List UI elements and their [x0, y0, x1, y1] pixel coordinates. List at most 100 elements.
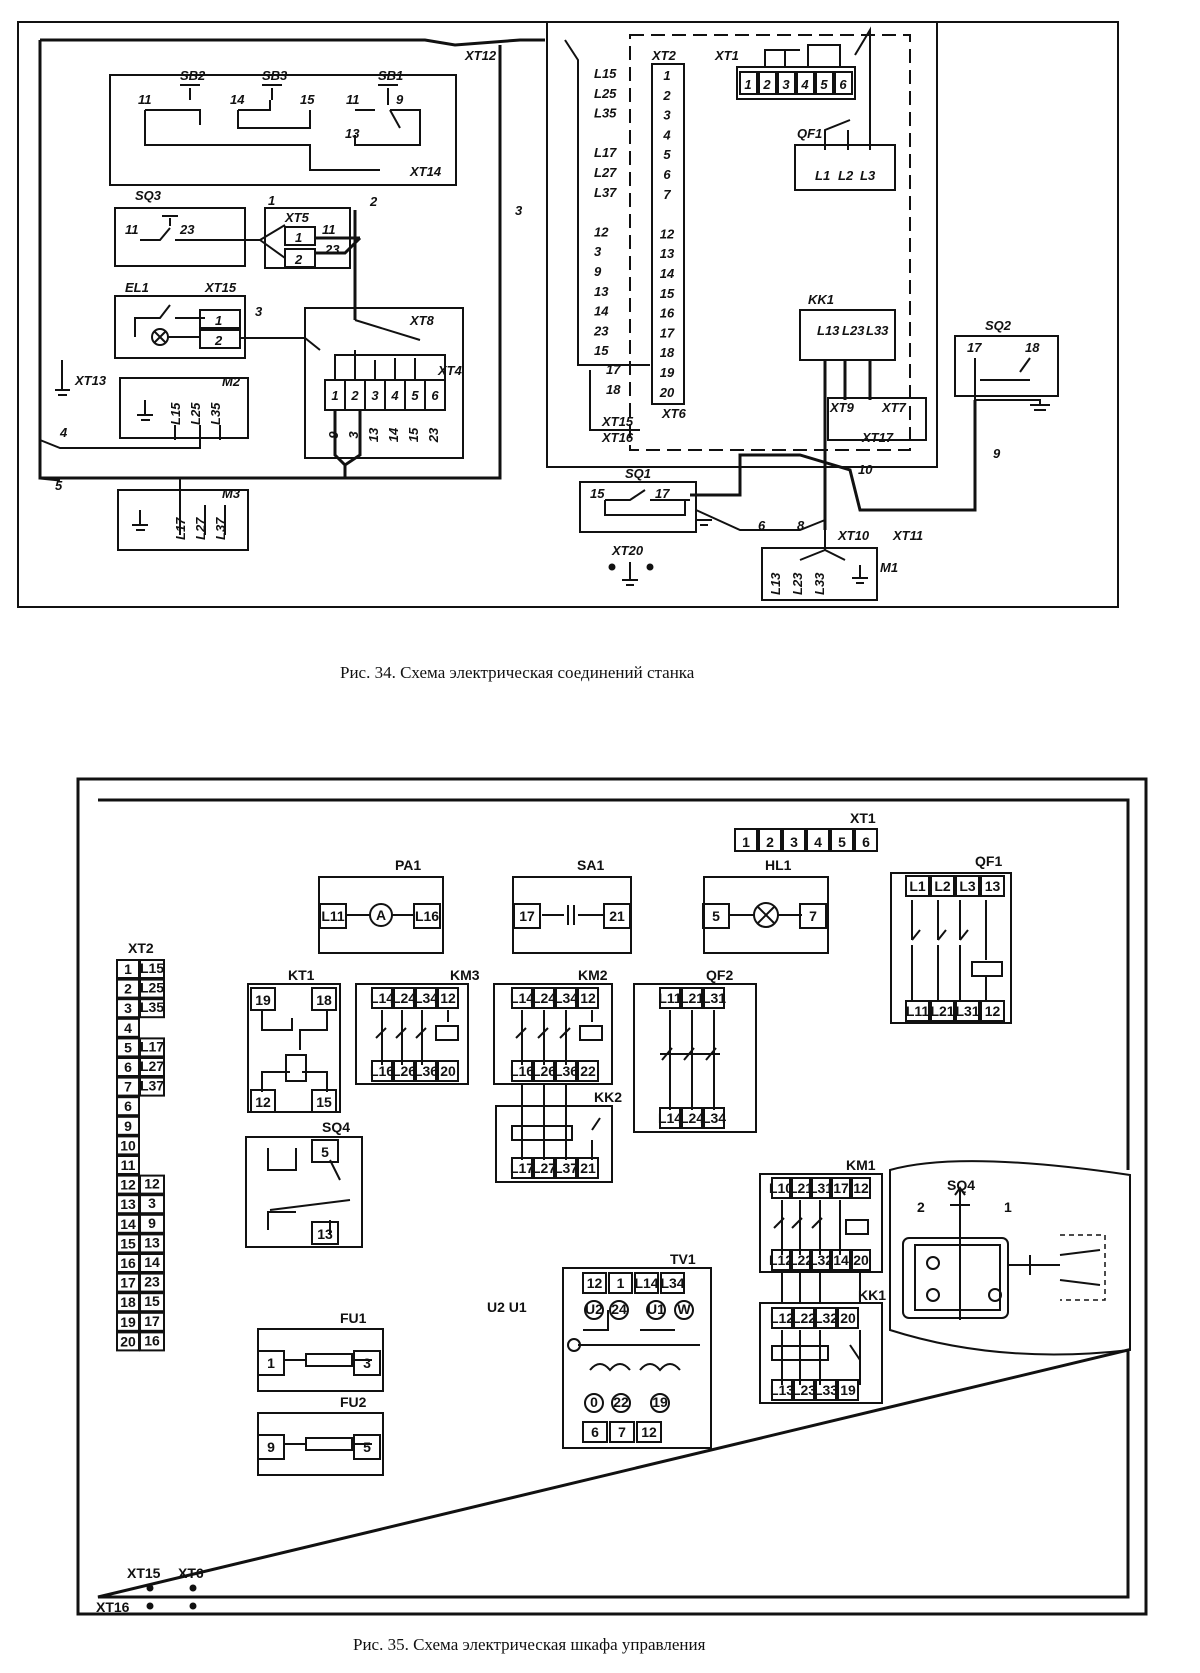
fig35-xt2-title: XT2 — [128, 940, 154, 956]
fig34-xt20-ground — [622, 562, 638, 586]
xt1-title: XT1 — [850, 810, 876, 826]
km3-top-cell-3 — [437, 987, 459, 1009]
label-xt14: XT14 — [409, 164, 442, 179]
km2-bottom-3: 22 — [580, 1063, 596, 1079]
kk1-title: KK1 — [858, 1287, 886, 1303]
km3-bottom-cell-1 — [393, 1060, 415, 1082]
fig35-xt2-wire-11: 12 — [144, 1176, 160, 1192]
fig35-xt2-num-0: 1 — [124, 961, 132, 977]
xt2-terminal-19: 19 — [660, 365, 675, 380]
fu2-right-cell — [353, 1434, 381, 1460]
xt4-top-1: 1 — [331, 388, 338, 403]
m2-terminal-L15: L15 — [168, 402, 183, 425]
label-sb2: SB2 — [180, 68, 206, 83]
label-l23: L23 — [842, 323, 865, 338]
fig35-xt2-num-11: 12 — [120, 1177, 136, 1193]
tv1-top-3: L34 — [660, 1275, 684, 1291]
qf2-title: QF2 — [706, 967, 733, 983]
kk1-top-3: 20 — [840, 1310, 856, 1326]
label-w2: 2 — [369, 194, 378, 209]
km2-bottom-cell-1 — [533, 1060, 555, 1082]
fig35-xt2-num-15: 16 — [120, 1255, 136, 1271]
fig35-xt2-cell-9 — [116, 1135, 140, 1156]
xt1-terminal-6: 6 — [839, 77, 847, 92]
fig34-left-trunk — [38, 38, 545, 482]
kk2-bottom-2: L37 — [554, 1160, 578, 1176]
km1-bottom-cell-0 — [771, 1249, 791, 1271]
kt1-br-cell — [311, 1089, 337, 1113]
fig35-xt2-wire-6: L37 — [140, 1078, 164, 1094]
fig34-m3-wiring — [132, 478, 226, 535]
km3-bottom-1: L26 — [392, 1063, 416, 1079]
kt1-tl-cell — [250, 987, 276, 1011]
fig35-xt2-wire-cell-6 — [139, 1076, 165, 1097]
u-labels: U2 U1 — [487, 1299, 527, 1315]
xt2-terminal-5: 5 — [663, 147, 671, 162]
qf1-bottom-1: L21 — [930, 1003, 954, 1019]
label-xt6: XT6 — [661, 406, 687, 421]
fig35-kk2-box — [495, 1105, 613, 1183]
kt1-bl: 12 — [255, 1094, 271, 1110]
fig34-sq1-box — [579, 481, 697, 533]
km2-top-cell-2 — [555, 987, 577, 1009]
fig35-xt2-num-18: 19 — [120, 1314, 136, 1330]
km1-bottom-cell-1 — [791, 1249, 811, 1271]
fig35-xt2-wire-15: 14 — [144, 1254, 160, 1270]
hl1-left-cell — [702, 903, 730, 929]
fu1-left-cell — [257, 1350, 285, 1376]
km1-bottom-cell-4 — [851, 1249, 871, 1271]
xt2-terminal-17: 17 — [660, 325, 675, 340]
kk2-bottom-cell-0 — [511, 1157, 533, 1179]
hl1-left: 5 — [712, 908, 720, 924]
label-sq3: SQ3 — [135, 188, 162, 203]
label-xt12: XT12 — [464, 48, 497, 63]
fig34-xt13-ground — [55, 360, 70, 396]
fig34-el1-wire — [240, 337, 321, 351]
tv1-bottom-2: 12 — [641, 1424, 657, 1440]
qf2-top-cell-0 — [659, 987, 681, 1009]
fig34-sq2-wiring — [974, 357, 1050, 411]
label-w6: 6 — [758, 518, 766, 533]
xt2-wire-2: L35 — [594, 106, 617, 121]
sq4-detail-title: SQ4 — [947, 1177, 975, 1193]
qf2-bottom-cell-0 — [659, 1107, 681, 1129]
fig35-xt1-cell-4 — [806, 828, 830, 852]
fig35-tv1-box — [562, 1267, 712, 1449]
qf2-top-2: L31 — [702, 990, 726, 1006]
xt1-cell-1 — [739, 71, 758, 95]
fig35-xt1-cell-3 — [782, 828, 806, 852]
fig35-xt2-wire-14: 13 — [144, 1234, 160, 1250]
tv1-coil-top-0: U2 — [585, 1301, 603, 1317]
fig35-xt2-num-9: 10 — [120, 1137, 136, 1153]
fig35-xt2-num-10: 11 — [121, 1157, 136, 1173]
label-n17b: 17 — [655, 486, 670, 501]
fig35-xt2-num-3: 4 — [124, 1020, 132, 1036]
xt2-terminal-14: 14 — [660, 266, 675, 281]
xt1-terminal-2: 2 — [762, 77, 771, 92]
pa1-right-cell — [413, 903, 441, 929]
label-xt10: XT10 — [837, 528, 870, 543]
km3-bottom-cell-2 — [415, 1060, 437, 1082]
fig34-m3-box — [117, 489, 249, 551]
fig35-xt2-num-2: 3 — [124, 1000, 132, 1016]
kk1-top-cell-1 — [793, 1307, 815, 1329]
km3-bottom-cell-3 — [437, 1060, 459, 1082]
label-xt7: XT7 — [881, 400, 907, 415]
km3-top-3: 12 — [440, 990, 456, 1006]
km2-bottom-2: L36 — [554, 1063, 578, 1079]
kk2-bottom-cell-2 — [555, 1157, 577, 1179]
xt2-terminal-1: 1 — [663, 68, 670, 83]
km2-bottom-0: L16 — [510, 1063, 534, 1079]
fig35-sq4-box — [245, 1136, 363, 1248]
xt2-wire-9: 3 — [594, 244, 602, 259]
fig35-qf1-box — [890, 872, 1012, 1024]
fig35-xt1-terminal-4: 4 — [814, 834, 822, 850]
xt2-terminal-12: 12 — [660, 226, 675, 241]
fig35-xt2-wire-16: 23 — [144, 1274, 160, 1290]
fig34-cabinet-frame — [546, 21, 938, 468]
km3-top-2: L34 — [414, 990, 438, 1006]
fig34-qf1-wires — [824, 119, 871, 150]
fig34-m1-wiring — [799, 530, 868, 584]
fig34-button-box — [109, 74, 457, 186]
